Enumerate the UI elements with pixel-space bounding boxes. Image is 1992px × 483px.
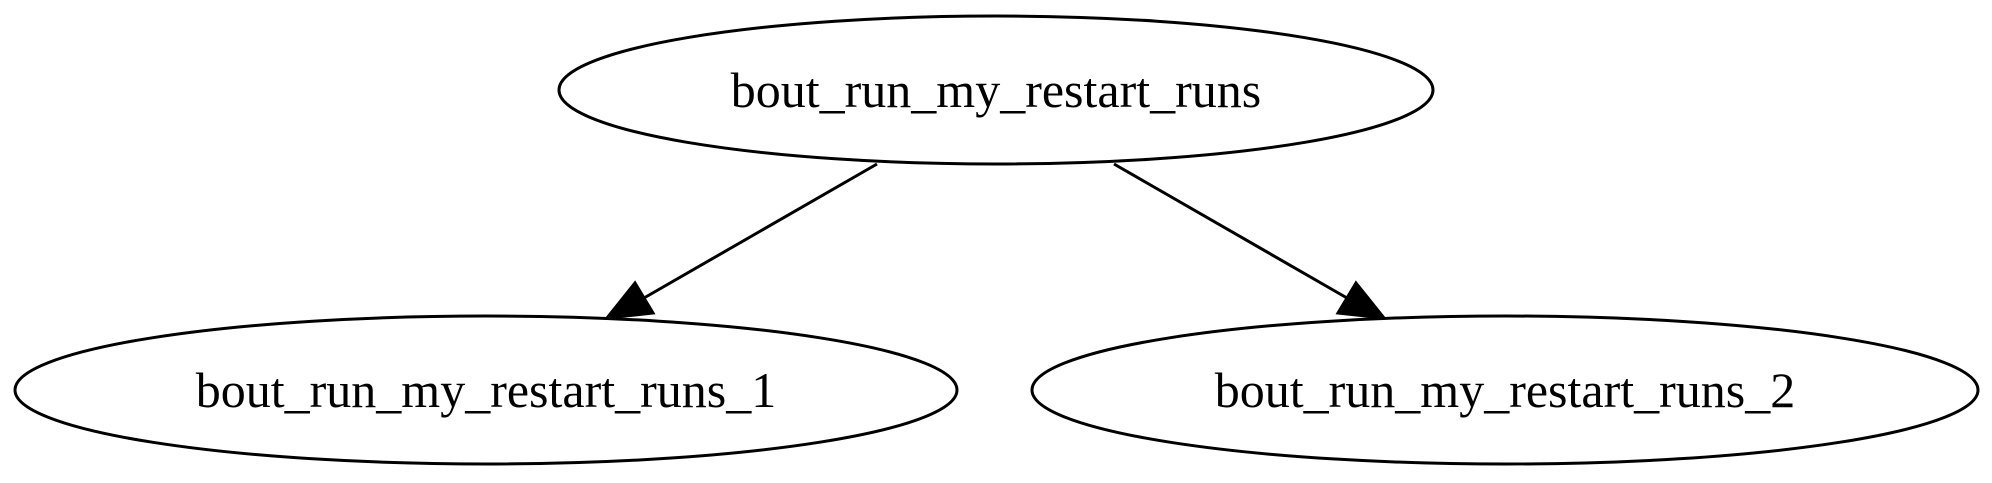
- edge-root-to-child1: [603, 162, 878, 320]
- node-child2[interactable]: bout_run_my_restart_runs_2: [1030, 314, 1980, 466]
- node-child1[interactable]: bout_run_my_restart_runs_1: [13, 314, 959, 466]
- node-child2-label: bout_run_my_restart_runs_2: [1215, 362, 1795, 418]
- node-root-label: bout_run_my_restart_runs: [731, 62, 1261, 118]
- edge-root-to-child2: [1113, 162, 1388, 320]
- node-root[interactable]: bout_run_my_restart_runs: [557, 14, 1435, 166]
- node-child1-label: bout_run_my_restart_runs_1: [196, 362, 776, 418]
